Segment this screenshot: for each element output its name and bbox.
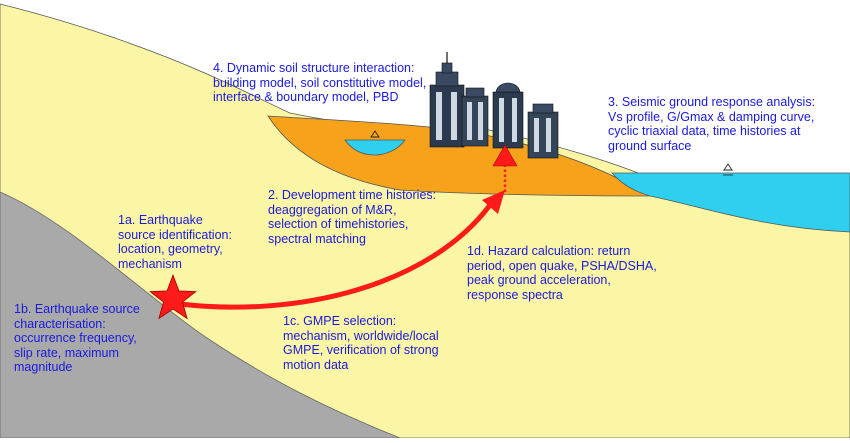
label-time-histories: 2. Development time histories: deaggrega… [268, 188, 437, 246]
label-source-identification: 1a. Earthquake source identification: lo… [118, 213, 232, 271]
sea [611, 172, 850, 233]
tower-3 [492, 82, 524, 149]
label-ground-response-analysis: 3. Seismic ground response analysis: Vs … [608, 95, 816, 153]
label-source-characterisation: 1b. Earthquake source characterisation: … [14, 302, 140, 374]
sea-level-icon [723, 163, 733, 171]
bedrock [0, 191, 401, 439]
propagation-arrowhead-icon [482, 190, 505, 214]
water-level-icon [370, 130, 380, 138]
label-soil-structure-interaction: 4. Dynamic soil structure interaction: b… [213, 61, 427, 104]
lake [344, 139, 406, 156]
propagation-arrow [179, 203, 492, 310]
tower-4 [527, 103, 559, 159]
earthquake-star-icon [149, 273, 197, 320]
buildings-icon [429, 52, 559, 159]
label-hazard-calculation: 1d. Hazard calculation: return period, o… [467, 244, 657, 302]
tower-1 [429, 52, 465, 148]
label-gmpe-selection: 1c. GMPE selection: mechanism, worldwide… [283, 314, 439, 372]
tower-2 [461, 87, 489, 147]
site-arrow-icon [492, 144, 518, 167]
